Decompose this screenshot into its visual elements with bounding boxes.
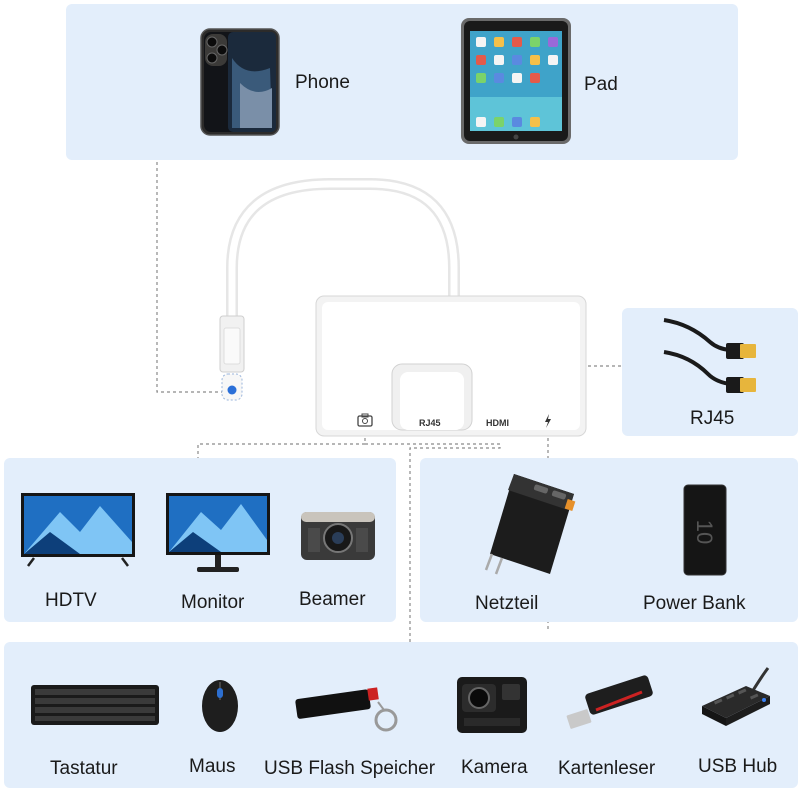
keyboard-image — [30, 684, 160, 726]
usb-hub-label: USB Hub — [698, 756, 777, 778]
charger-image — [484, 470, 580, 580]
hdtv-image — [20, 492, 136, 568]
monitor-image — [165, 492, 271, 576]
hdmi-port-label: HDMI — [486, 418, 509, 428]
kamera-label: Kamera — [461, 757, 528, 779]
tastatur-label: Tastatur — [50, 758, 118, 780]
maus-label: Maus — [189, 756, 235, 778]
camera-port-icon — [357, 413, 373, 427]
rj45-label: RJ45 — [690, 408, 734, 430]
rj45-port-label: RJ45 — [419, 418, 441, 428]
ethernet-cable-image — [660, 316, 760, 400]
kartenleser-label: Kartenleser — [558, 758, 655, 780]
power-bolt-icon — [544, 414, 552, 428]
powerbank-image: 10 — [683, 484, 727, 576]
usb-flash-image — [294, 680, 402, 740]
card-reader-image — [566, 676, 656, 732]
camera-image — [456, 676, 528, 734]
powerbank-marking: 10 — [692, 520, 717, 544]
beamer-image — [300, 506, 376, 562]
usb-hub-image — [698, 666, 774, 730]
powerbank-label: Power Bank — [643, 593, 745, 615]
usb-c-adapter — [210, 178, 600, 438]
mouse-image — [200, 674, 240, 734]
usb-flash-label: USB Flash Speicher — [264, 758, 435, 780]
netzteil-label: Netzteil — [475, 593, 538, 615]
monitor-label: Monitor — [181, 592, 244, 614]
hdtv-label: HDTV — [45, 590, 97, 612]
beamer-label: Beamer — [299, 589, 366, 611]
